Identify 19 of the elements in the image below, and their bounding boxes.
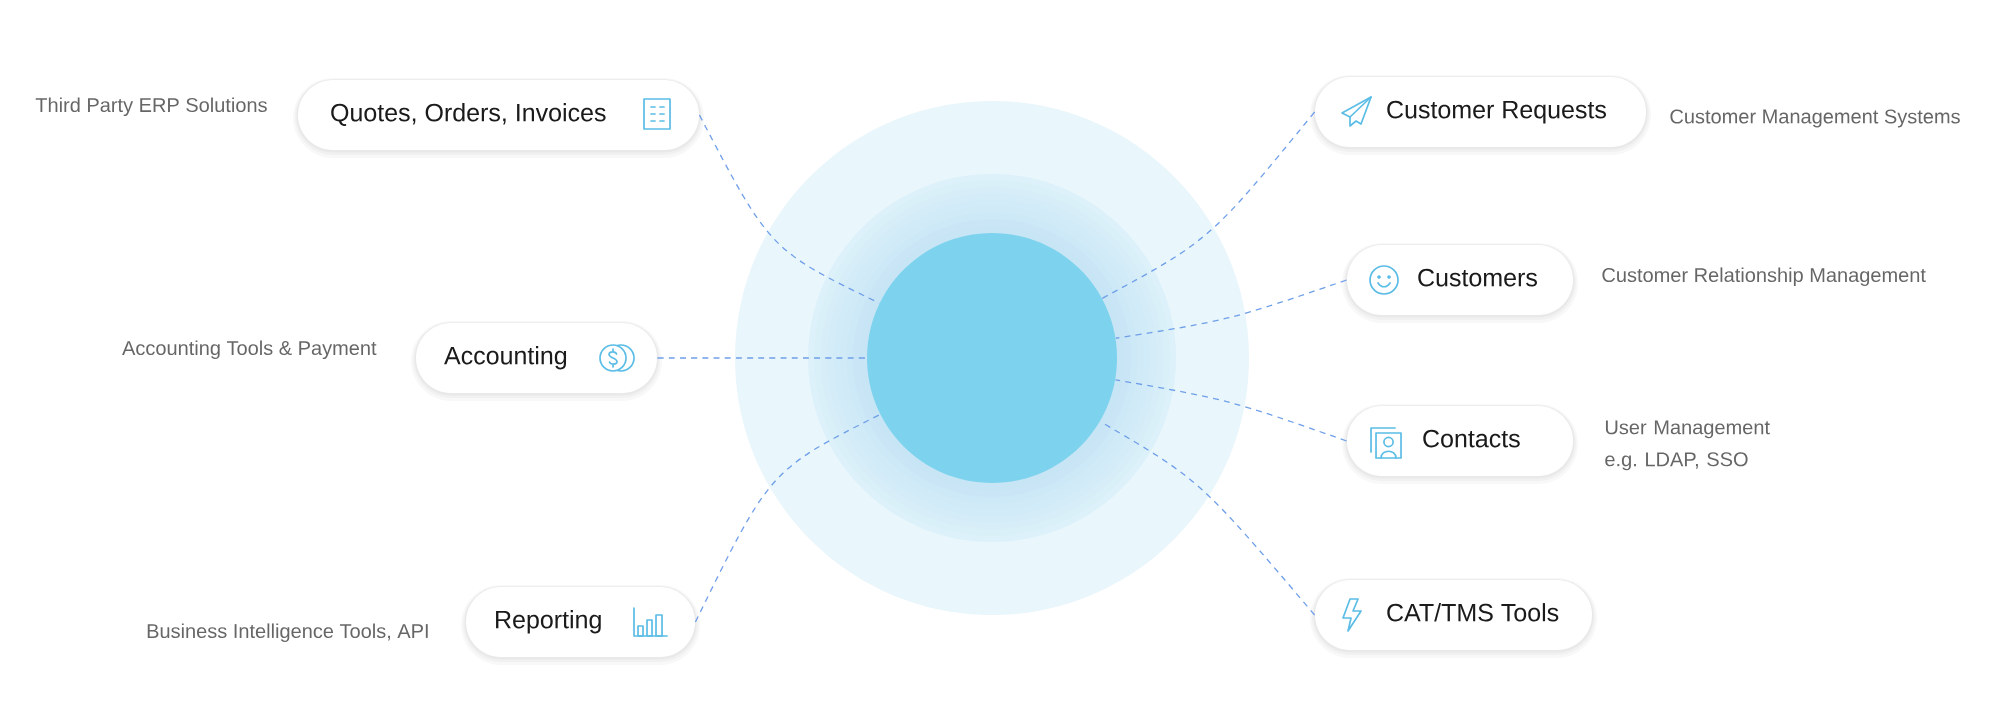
connector-line <box>656 357 868 359</box>
pill-box: CAT/TMS Tools <box>1310 578 1597 658</box>
side-note: User Management e.g. LDAP, SSO <box>1605 420 1770 471</box>
pill-box: Customers <box>1342 243 1578 323</box>
connector-line <box>694 413 881 623</box>
pill-box: Quotes, Orders, Invoices <box>293 78 704 158</box>
connector-line <box>1114 379 1348 442</box>
connector-line <box>1115 279 1348 339</box>
pill-box: Customer Requests <box>1310 75 1651 155</box>
side-note: Accounting Tools & Payment <box>122 340 377 360</box>
side-note: Third Party ERP Solutions <box>35 97 267 117</box>
connector-line <box>1101 111 1316 299</box>
hub-circle <box>867 233 1117 483</box>
pill-box: Reporting <box>461 585 700 665</box>
pill-box: Contacts <box>1342 404 1578 484</box>
side-note: Business Intelligence Tools, API <box>147 623 428 643</box>
pill-box: Accounting <box>411 321 662 401</box>
side-note: Customer Management Systems <box>1670 109 1960 128</box>
side-note: Customer Relationship Management <box>1602 267 1926 287</box>
